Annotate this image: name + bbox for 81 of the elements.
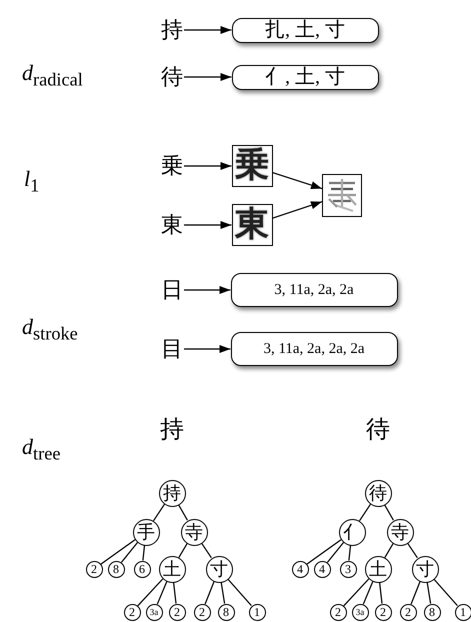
distance-label: d$_{radical}$ <box>22 62 83 89</box>
arrow <box>184 26 232 34</box>
blended-glyph-picture <box>322 174 362 216</box>
stroke-count-circle: 2 <box>194 604 210 620</box>
tree-branch <box>173 582 177 604</box>
tree-node-circle: 土 <box>364 556 392 582</box>
tree-branch <box>379 582 383 604</box>
stroke-count-circle: 2 <box>168 604 186 620</box>
stroke-count-circle: 2 <box>374 604 392 620</box>
tree-branch <box>306 539 342 565</box>
tree-branch <box>178 543 188 558</box>
character-label: 持 <box>160 17 184 43</box>
character-label: 待 <box>160 64 184 90</box>
stroke-count-circle: 2 <box>124 604 140 620</box>
tree-node-circle: 土 <box>158 556 186 582</box>
tree-branch <box>384 543 394 558</box>
tree-branch <box>100 539 136 565</box>
tree-branch <box>426 582 432 604</box>
tree-node-circle: 待 <box>364 480 392 506</box>
character-label: 目 <box>160 337 184 361</box>
tree-branch <box>153 504 165 522</box>
tree-node-circle: 持 <box>158 480 186 506</box>
stroke-count-circle: 8 <box>108 560 124 578</box>
tree-branch <box>362 581 374 604</box>
tree-node-circle: 寺 <box>386 518 414 546</box>
tree-branch <box>359 504 371 522</box>
stroke-count-circle: 8 <box>424 604 440 620</box>
distance-label: d$_{tree}$ <box>22 436 60 463</box>
stroke-count-circle: 1 <box>248 604 266 620</box>
stroke-count-circle: 3a <box>146 604 162 620</box>
arrow <box>184 221 232 229</box>
tree-branch <box>137 578 164 606</box>
distance-label: l$_{1}$ <box>24 168 40 195</box>
character-label: 東 <box>160 212 184 238</box>
arrow <box>184 345 230 353</box>
tree-node-circle: 亻 <box>338 518 366 546</box>
tree-branch <box>227 578 252 606</box>
tree-branch <box>201 542 212 558</box>
tree-branch <box>348 545 352 561</box>
tree-node-circle: 手 <box>132 518 160 546</box>
tree-branch <box>178 504 188 520</box>
stroke-count-circle: 3 <box>340 560 356 578</box>
arrow <box>272 172 322 190</box>
stroke-count-circle: 8 <box>218 604 234 620</box>
stroke-count-circle: 6 <box>134 560 150 578</box>
tree-branch <box>410 581 421 604</box>
distance-label: d$_{stroke}$ <box>22 316 78 343</box>
rounded-box: 亻, 土, 寸 <box>232 64 378 90</box>
character-title: 持 <box>160 418 184 442</box>
arrow <box>184 73 232 81</box>
tree-branch <box>343 578 370 606</box>
tree-node-circle: 寸 <box>206 556 232 582</box>
tree-node-circle: 寸 <box>412 556 438 582</box>
stroke-count-circle: 3a <box>352 604 368 620</box>
stroke-count-circle: 1 <box>454 604 471 620</box>
glyph-image: 東 <box>232 204 272 246</box>
character-title: 待 <box>366 418 390 442</box>
tree-branch <box>142 545 146 561</box>
tree-branch <box>407 542 418 558</box>
stroke-count-circle: 2 <box>86 560 102 578</box>
tree-branch <box>384 504 394 520</box>
tree-branch <box>433 578 458 606</box>
stroke-count-circle: 2 <box>400 604 416 620</box>
glyph-image: 乗 <box>232 145 272 187</box>
stroke-count-circle: 4 <box>292 560 308 578</box>
rounded-box: 3, 11a, 2a, 2a <box>230 273 398 307</box>
tree-node-circle: 寺 <box>180 518 208 546</box>
tree-branch <box>156 581 168 604</box>
character-label: 乗 <box>160 153 184 179</box>
arrow <box>184 286 230 294</box>
stroke-count-circle: 4 <box>314 560 330 578</box>
character-label: 日 <box>160 278 184 302</box>
arrow <box>272 201 322 219</box>
tree-branch <box>326 542 344 563</box>
rounded-box: 3, 11a, 2a, 2a, 2a <box>230 332 398 366</box>
stroke-count-circle: 2 <box>330 604 346 620</box>
arrow <box>184 162 232 170</box>
tree-branch <box>120 542 138 563</box>
tree-branch <box>220 582 226 604</box>
rounded-box: 扎, 土, 寸 <box>232 18 378 42</box>
tree-branch <box>204 581 215 604</box>
